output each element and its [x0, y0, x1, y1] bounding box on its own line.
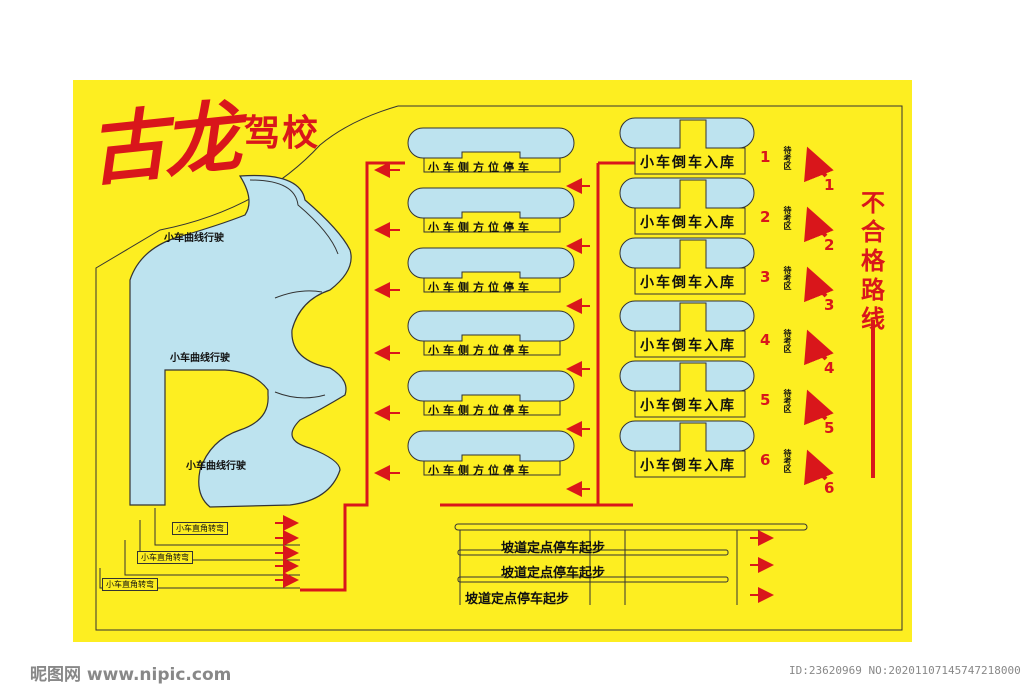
- watermark-left: 昵图网 www.nipic.com: [30, 665, 232, 685]
- lane-number-4: 4: [760, 331, 771, 349]
- fail-arrow-1: [804, 146, 834, 183]
- fail-arrow-number-3: 3: [824, 296, 835, 314]
- curve-label-1: 小车曲线行驶: [164, 233, 224, 244]
- fail-arrow-number-4: 4: [824, 359, 835, 377]
- corner-label-3: 小车直角转弯: [102, 578, 158, 591]
- wait-zone-label-2: 待考区: [783, 206, 792, 230]
- school-name: 古龙: [84, 91, 242, 198]
- fail-arrow-5: [804, 389, 834, 426]
- reversing-label-1: 小车倒车入库: [640, 155, 736, 171]
- curve-driving-area: [129, 174, 352, 508]
- slope-label-1: 坡道定点停车起步: [501, 541, 606, 556]
- reversing-label-2: 小车倒车入库: [640, 215, 736, 231]
- reversing-slot-3: [619, 237, 755, 295]
- reversing-label-6: 小车倒车入库: [640, 458, 736, 474]
- parking-label-5: 小车侧方位停车: [428, 404, 533, 417]
- parking-slot-5: [407, 370, 575, 416]
- slope-area: [454, 523, 808, 605]
- fail-arrow-6: [804, 449, 834, 486]
- parking-slot-1: [407, 127, 575, 173]
- red-route: [300, 161, 635, 592]
- lane-number-5: 5: [760, 391, 771, 409]
- track-boundary: [95, 105, 903, 631]
- curve-label-3: 小车曲线行驶: [186, 461, 246, 472]
- school-type: 驾校: [244, 113, 321, 154]
- parking-label-1: 小车侧方位停车: [428, 161, 533, 174]
- lane-number-6: 6: [760, 451, 771, 469]
- reversing-slot-6: [619, 420, 755, 478]
- watermark-right: ID:23620969 NO:20201107145747218000: [789, 664, 1021, 677]
- fail-arrow-number-2: 2: [824, 236, 835, 254]
- footer-bar: [0, 655, 1024, 693]
- fail-arrow-2: [804, 206, 834, 243]
- fail-arrow-4: [804, 329, 834, 366]
- route-arrows: [275, 146, 834, 603]
- parking-slot-4: [407, 310, 575, 356]
- fail-route-label: 不合格路线: [861, 189, 885, 333]
- reversing-boxes: [619, 117, 755, 478]
- wait-zone-label-6: 待考区: [783, 449, 792, 473]
- parking-label-4: 小车侧方位停车: [428, 344, 533, 357]
- fail-arrow-3: [804, 266, 834, 303]
- parking-label-6: 小车侧方位停车: [428, 464, 533, 477]
- lane-number-2: 2: [760, 208, 771, 226]
- corner-label-1: 小车直角转弯: [172, 522, 228, 535]
- reversing-slot-2: [619, 177, 755, 235]
- wait-zone-label-1: 待考区: [783, 146, 792, 170]
- curve-label-2: 小车曲线行驶: [170, 353, 230, 364]
- reversing-slot-1: [619, 117, 755, 175]
- reversing-label-5: 小车倒车入库: [640, 398, 736, 414]
- wait-zone-label-3: 待考区: [783, 266, 792, 290]
- fail-arrow-number-6: 6: [824, 479, 835, 497]
- reversing-slot-5: [619, 360, 755, 418]
- fail-arrow-number-1: 1: [824, 176, 835, 194]
- reversing-label-3: 小车倒车入库: [640, 275, 736, 291]
- slope-label-3: 坡道定点停车起步: [465, 592, 570, 607]
- parking-slot-2: [407, 187, 575, 233]
- parking-boxes: [407, 127, 575, 476]
- corner-label-2: 小车直角转弯: [137, 551, 193, 564]
- fail-arrow-number-5: 5: [824, 419, 835, 437]
- parking-slot-3: [407, 247, 575, 293]
- parking-slot-6: [407, 430, 575, 476]
- lane-number-1: 1: [760, 148, 771, 166]
- fail-route-bar: [871, 320, 875, 478]
- parking-label-2: 小车侧方位停车: [428, 221, 533, 234]
- reversing-label-4: 小车倒车入库: [640, 338, 736, 354]
- slope-label-2: 坡道定点停车起步: [501, 566, 606, 581]
- wait-zone-label-4: 待考区: [783, 329, 792, 353]
- lane-number-3: 3: [760, 268, 771, 286]
- parking-label-3: 小车侧方位停车: [428, 281, 533, 294]
- wait-zone-label-5: 待考区: [783, 389, 792, 413]
- reversing-slot-4: [619, 300, 755, 358]
